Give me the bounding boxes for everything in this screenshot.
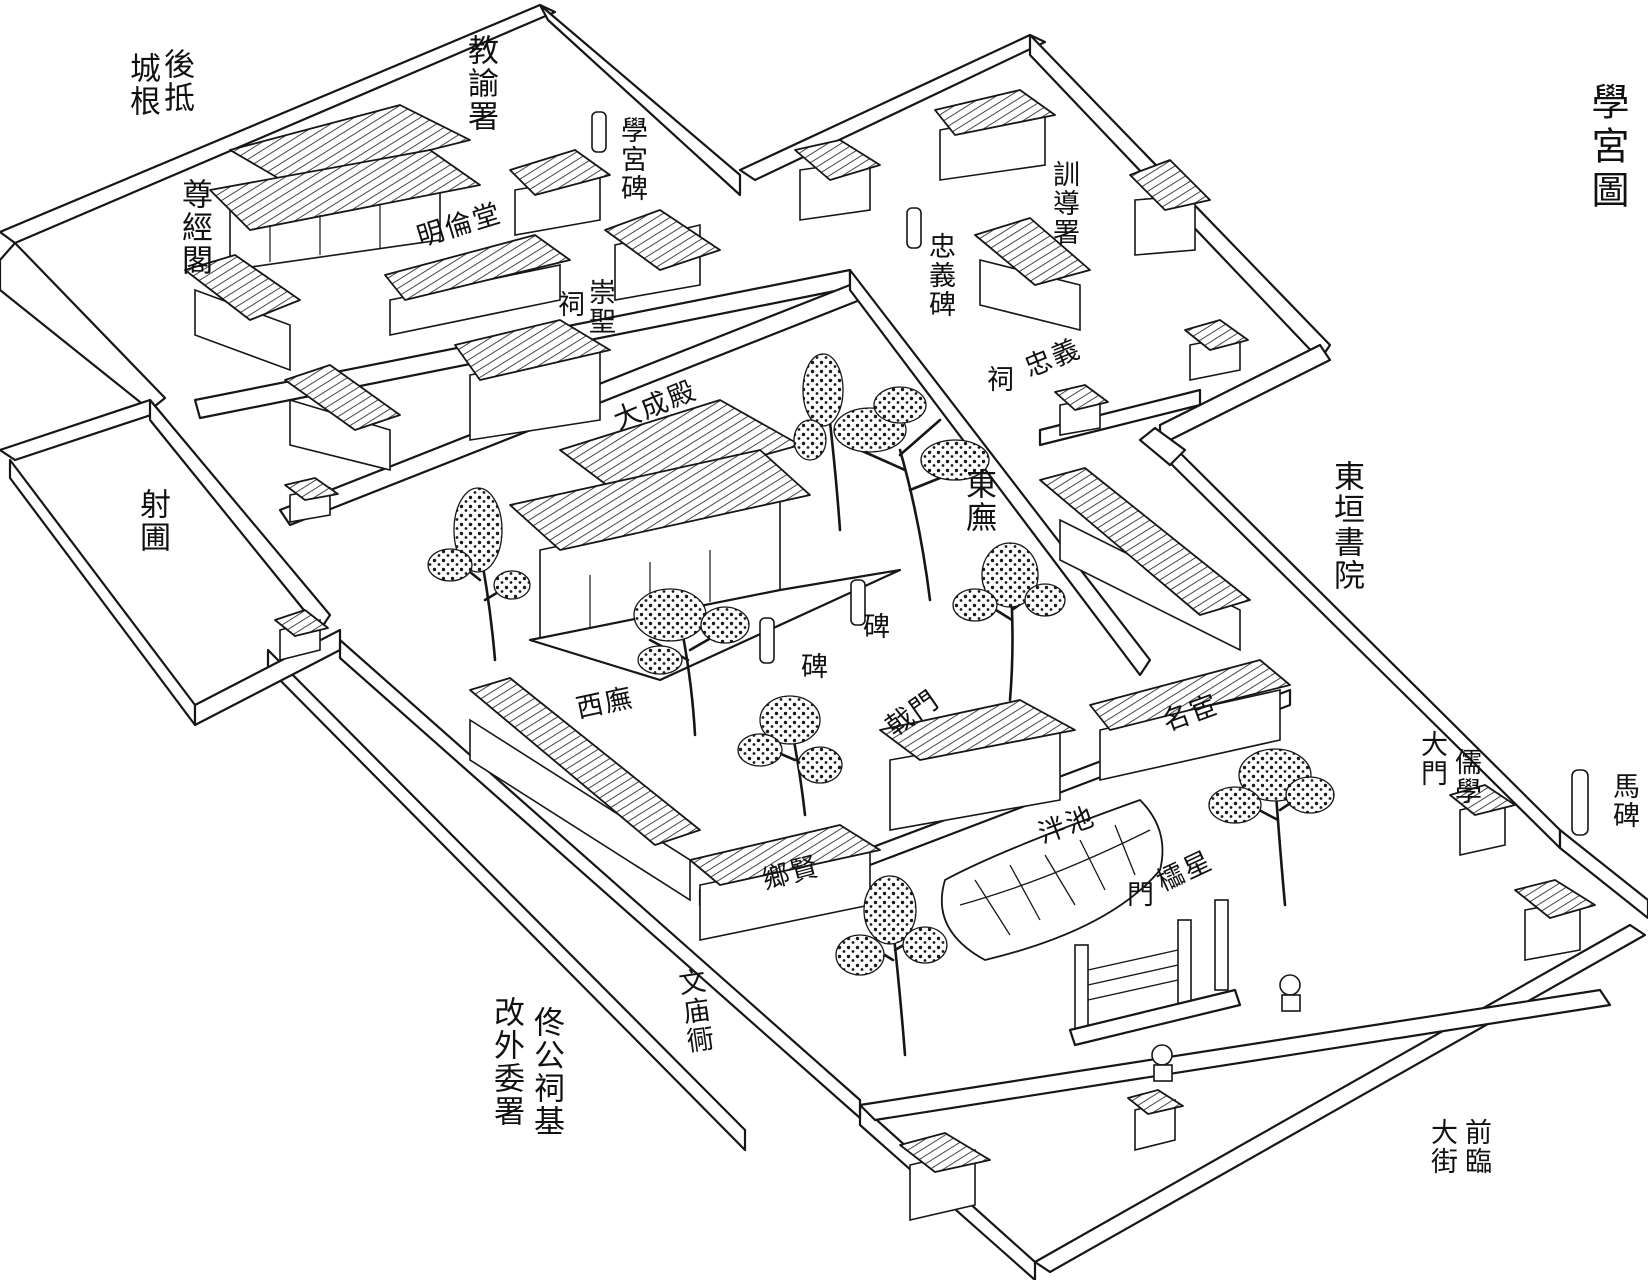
east-corner-gate [1514,879,1596,961]
steles [591,111,1589,836]
label-east-corridor: 東廡 [960,468,996,534]
west-corridor [469,677,701,902]
label-ruxue: 儒學 [1450,748,1481,806]
tree-south-west [835,875,948,1057]
south-gates [899,1089,1184,1222]
west-lane-gates [274,477,339,662]
tree-east-corridor [952,542,1066,702]
label-stele-1: 碑 [858,612,889,641]
tree-south-east [1208,748,1335,907]
xiangxian-hall [689,824,881,941]
north-west-wing [184,254,301,372]
tree-west-corridor [633,588,750,737]
north-compound-wall [0,3,742,412]
label-chongsheng: 崇聖 [584,278,615,336]
archery-range-wall [0,398,342,727]
tree-north-center [793,353,844,532]
tree-ji-gate-west [737,695,843,817]
lingxing-gate [1068,899,1242,1047]
xundao-office [794,89,1211,332]
jiaoyu-office [509,149,721,301]
south-wall [858,923,1647,1280]
stone-lions [1151,974,1301,1082]
label-lingxing-gate: 門 [1122,880,1153,909]
label-dongyuan-academy: 東垣書院 [1328,460,1364,592]
east-wall [1138,426,1648,920]
label-xuegong-stele: 學宮碑 [616,116,647,203]
label-chenggen: 城根 [124,52,160,118]
pan-pond [940,798,1164,961]
zunjing-pavilion [209,104,481,271]
label-zhongyi-stele: 忠義碑 [924,232,955,319]
label-qianlin: 前臨 [1460,1118,1491,1176]
east-corridor [1039,467,1251,652]
zhongyi-shrine [1054,319,1249,436]
label-zunjing-pavilion: 尊經閣 [176,178,212,277]
label-archery-range: 射圃 [134,488,170,554]
label-zhongyi-ci: 祠 [982,365,1013,394]
ji-gate [879,699,1076,831]
chongsheng-shrine [454,319,611,441]
label-jiaoyu-office: 教諭署 [462,34,498,133]
chongsheng-west-wing [284,364,401,472]
label-tonggong-shrine-site: 佟公祠基 [528,1006,564,1138]
label-stele-2: 碑 [796,652,827,681]
tree-dacheng-west [427,487,531,662]
label-houdi: 後抵 [158,48,194,114]
label-xundao-office: 訓導署 [1048,160,1079,247]
label-dajie: 大街 [1426,1118,1457,1176]
minghuan-hall [1089,659,1291,781]
tree-pine [833,386,990,602]
label-ruxue-gate: 大門 [1416,730,1447,788]
map-title: 學宮圖 [1585,82,1629,214]
label-gaiwai-office: 改外委署 [488,996,524,1128]
label-chongsheng-ci: 祠 [553,290,584,319]
ruxue-gate [1449,784,1516,856]
label-ma-stele: 馬碑 [1608,772,1639,830]
minglun-hall [384,234,571,336]
